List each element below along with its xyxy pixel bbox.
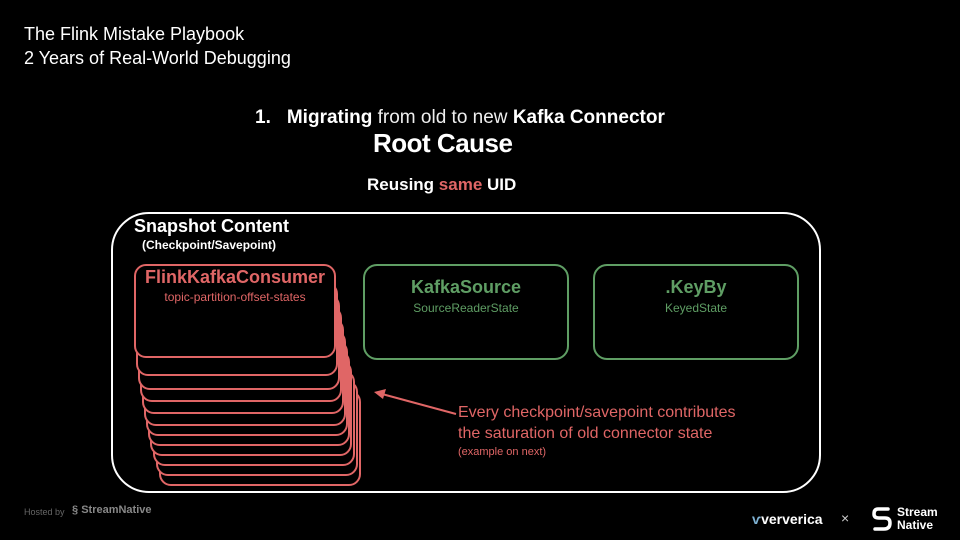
ververica-icon: ѵ: [752, 511, 762, 527]
snapshot-subtitle: (Checkpoint/Savepoint): [142, 238, 277, 252]
snapshot-title: Snapshot Content: [134, 216, 289, 236]
streamnative-small-text: StreamNative: [81, 504, 152, 516]
streamnative-small-logo: § StreamNative: [72, 504, 152, 516]
note-line-3: (example on next): [458, 446, 547, 458]
saturation-note: Every checkpoint/savepoint contributes t…: [458, 402, 735, 458]
heading-bold-1: Migrating: [286, 107, 373, 128]
flinkkafkaconsumer-box: FlinkKafkaConsumer topic-partition-offse…: [134, 264, 336, 358]
reusing-uid-text: Reusing same UID: [367, 175, 516, 195]
kafkasource-title: KafkaSource: [410, 277, 522, 297]
heading-number: 1.: [255, 107, 271, 128]
deck-subtitle: 2 Years of Real-World Debugging: [24, 48, 291, 68]
reusing-pre: Reusing: [367, 175, 439, 194]
keyby-box: .KeyBy KeyedState: [593, 264, 799, 360]
streamnative-small-icon: §: [72, 504, 82, 516]
deck-title: The Flink Mistake Playbook: [24, 24, 245, 44]
snapshot-container: [111, 212, 821, 493]
slide-heading: 1. Migrating from old to new Kafka Connec…: [255, 107, 665, 129]
ververica-logo: ѵververica: [752, 511, 823, 527]
root-cause-title: Root Cause: [373, 128, 513, 158]
keyby-title: .KeyBy: [665, 277, 727, 297]
reusing-post: UID: [482, 175, 517, 194]
flinkkafkaconsumer-state: topic-partition-offset-states: [164, 290, 306, 304]
streamnative-native: Native: [897, 518, 934, 532]
streamnative-logo-text: Stream Native: [897, 506, 938, 532]
note-line-2: the saturation of old connector state: [458, 425, 713, 442]
streamnative-logo-icon: [872, 507, 892, 531]
streamnative-stream: Stream: [897, 505, 938, 519]
kafkasource-state: SourceReaderState: [413, 301, 519, 315]
note-line-1: Every checkpoint/savepoint contributes: [458, 404, 736, 421]
flinkkafkaconsumer-title: FlinkKafkaConsumer: [144, 267, 326, 287]
heading-bold-2: Kafka Connector: [512, 107, 665, 128]
keyby-state: KeyedState: [664, 301, 728, 315]
kafkasource-box: KafkaSource SourceReaderState: [363, 264, 569, 360]
times-separator: ×: [841, 510, 850, 526]
reusing-accent: same: [438, 175, 483, 194]
hosted-by-label: Hosted by: [24, 507, 65, 517]
heading-light: from old to new: [372, 107, 513, 128]
ververica-text: ververica: [761, 511, 823, 527]
